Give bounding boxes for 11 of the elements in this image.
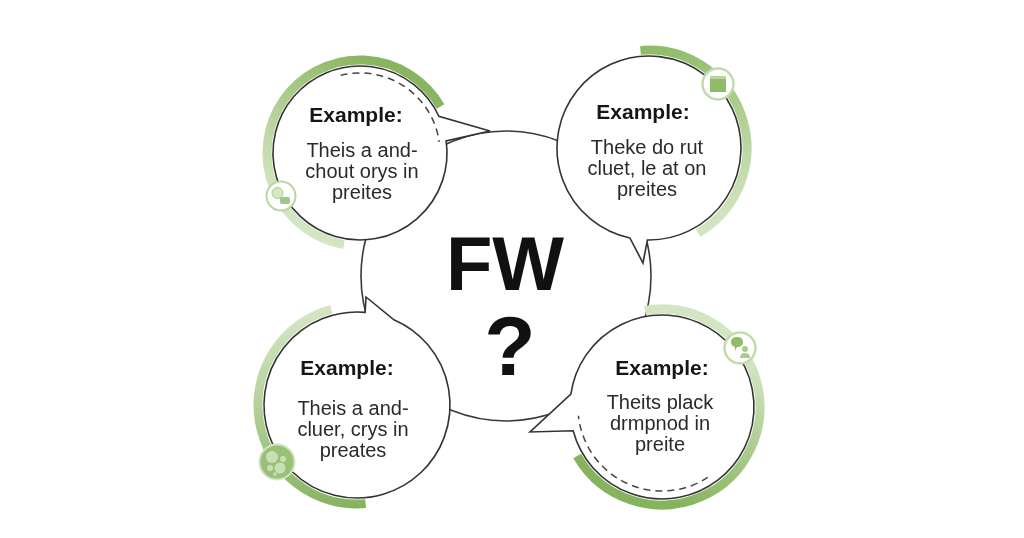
- heading: Example:: [614, 356, 710, 380]
- heading: Example:: [299, 356, 395, 380]
- question-mark: ?: [483, 302, 537, 390]
- speech-bubble: [530, 303, 766, 511]
- center-heading: FW: [444, 224, 566, 304]
- heading: Example:: [308, 103, 404, 127]
- body-text: Theis a and- cluer, crys in preates: [296, 397, 410, 461]
- body-text: Theke do rut cluet, le at on preites: [586, 136, 708, 200]
- body-text: Theits plack drmpnod in preite: [605, 391, 715, 455]
- body-text: Theis a and- chout orys in preites: [304, 139, 420, 203]
- heading: Example:: [595, 100, 691, 124]
